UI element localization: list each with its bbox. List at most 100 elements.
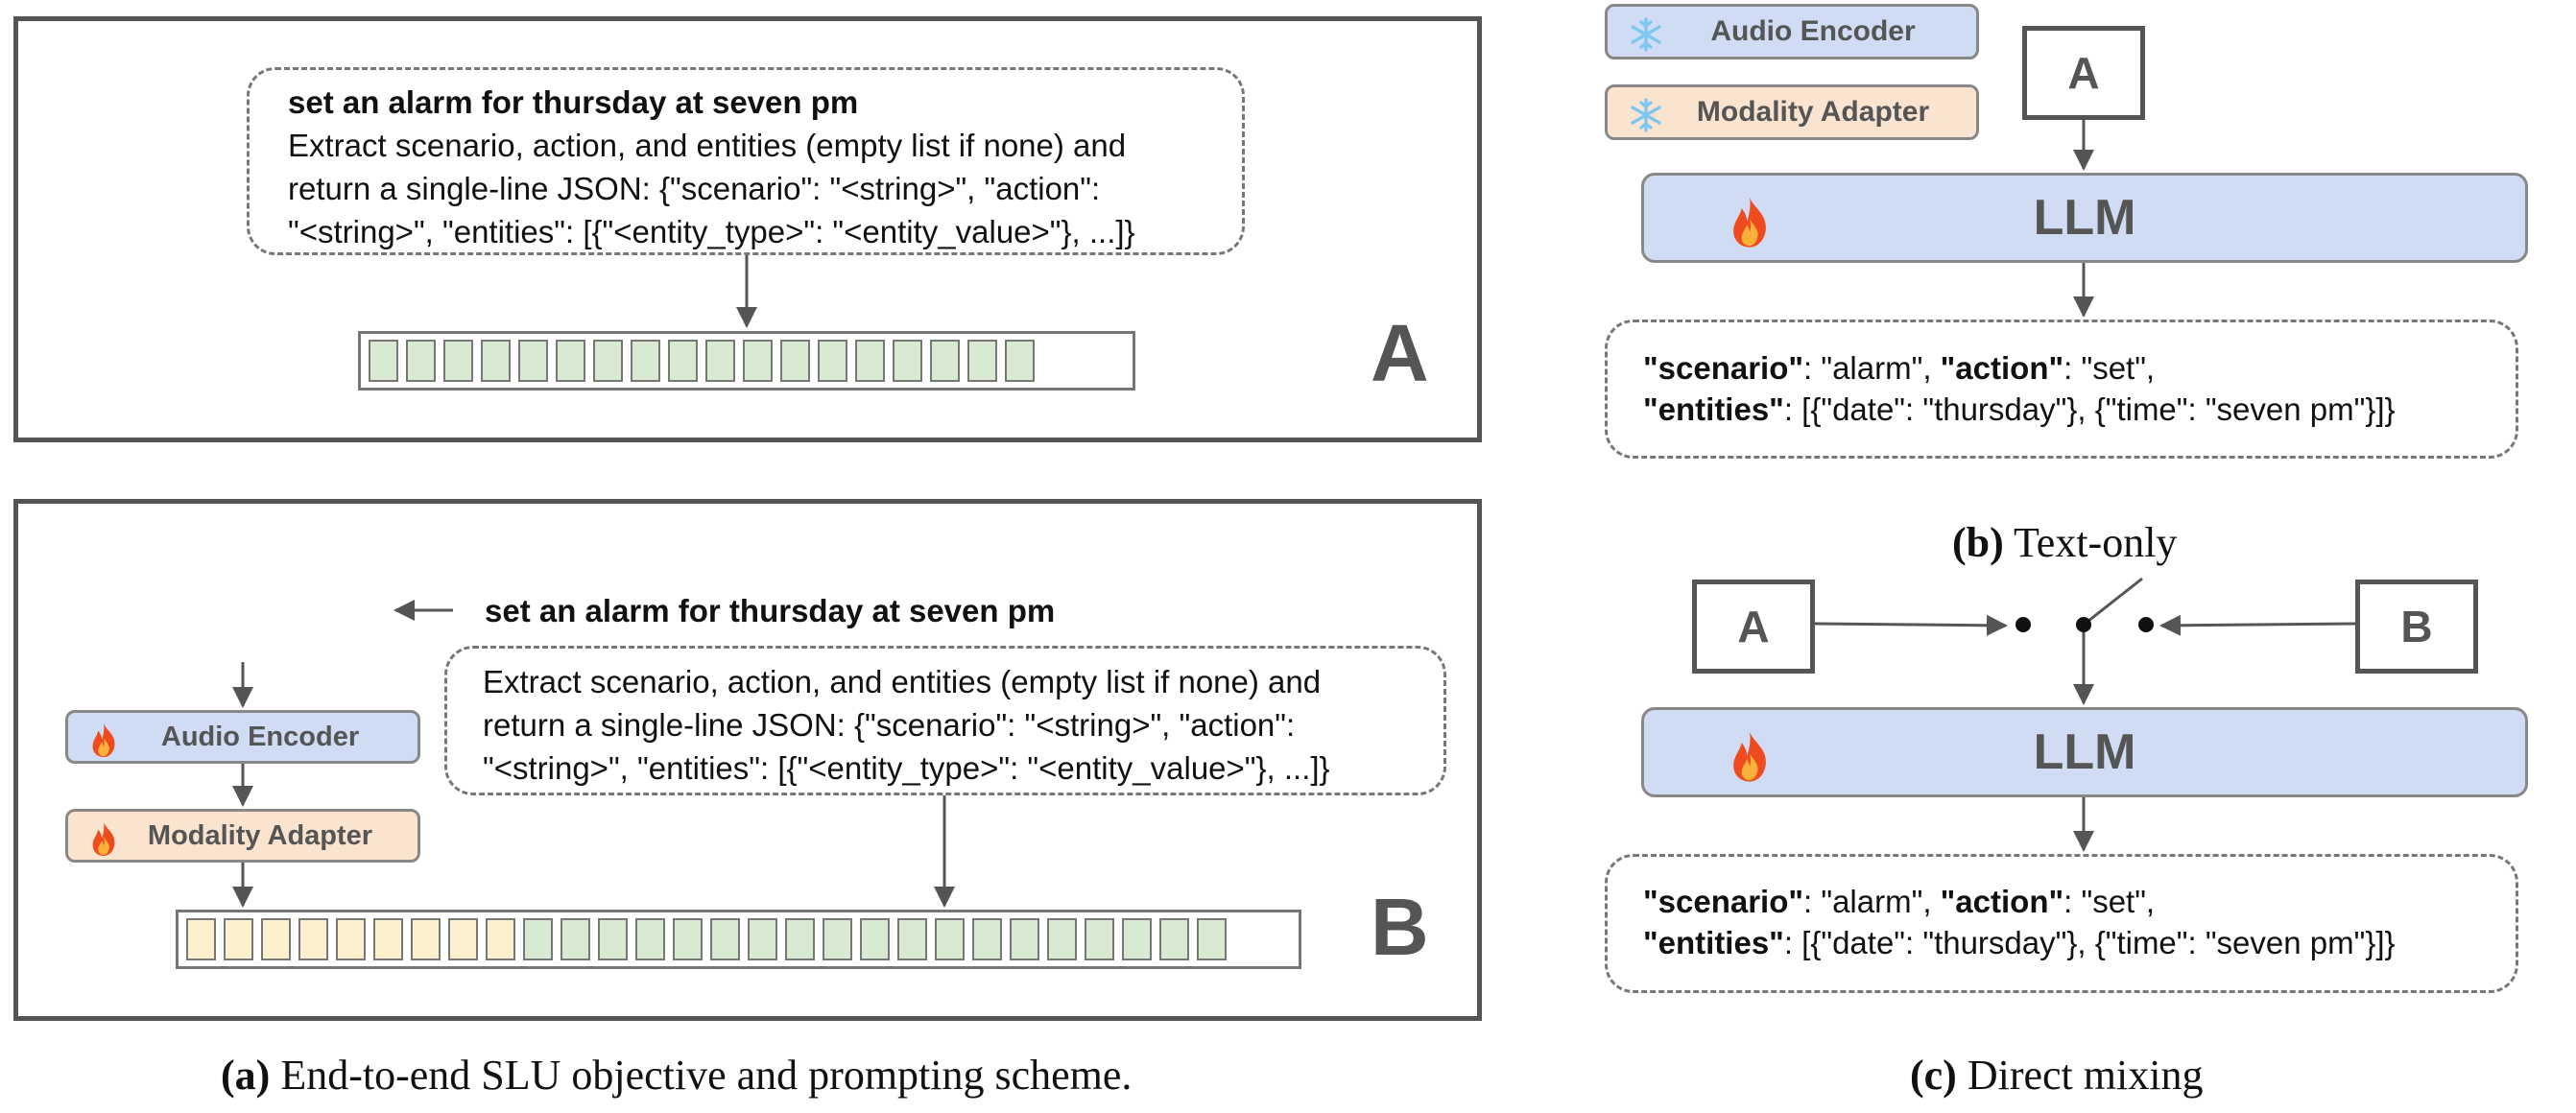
snowflake-icon [1631, 17, 1661, 52]
fire-icon [92, 821, 115, 857]
output-bubble-c [1605, 854, 2518, 993]
caption-text: End-to-end SLU objective and prompting s… [270, 1052, 1133, 1099]
instruction-line: return a single-line JSON: {"scenario": … [483, 707, 1296, 743]
text-token [743, 340, 773, 382]
prompt-text-a: set an alarm for thursday at seven pm Ex… [288, 81, 1238, 253]
utterance-a: set an alarm for thursday at seven pm [288, 84, 859, 120]
caption-c: (c) Direct mixing [1910, 1051, 2203, 1100]
text-token [561, 918, 590, 960]
text-token [1005, 340, 1035, 382]
json-key: "entities" [1643, 925, 1784, 960]
instruction-line: "<string>", "entities": [{"<entity_type>… [288, 214, 1135, 249]
caption-text: Text-only [2003, 519, 2178, 566]
switch-icon [2015, 617, 2154, 632]
json-key: "scenario" [1643, 884, 1804, 919]
json-key: "action" [1940, 350, 2064, 386]
llm-label-c: LLM [2033, 724, 2136, 780]
caption-tag: (c) [1910, 1052, 1957, 1099]
instruction-line: "<string>", "entities": [{"<entity_type>… [483, 750, 1330, 786]
fire-icon [1733, 197, 1766, 248]
audio-encoder-block: Audio Encoder [65, 710, 420, 764]
waveform-icon [107, 564, 385, 654]
text-token [369, 340, 398, 382]
audio-token [448, 918, 478, 960]
text-token [598, 918, 628, 960]
caption-a: (a) End-to-end SLU objective and prompti… [221, 1051, 1132, 1100]
switch-pivot [2076, 617, 2091, 632]
json-value: : [{"date": "thursday"}, {"time": "seven… [1783, 925, 2396, 960]
input-a-box-b: A [2022, 26, 2145, 120]
switch-contact-right [2138, 617, 2154, 632]
text-token [523, 918, 553, 960]
prompt-text-b: Extract scenario, action, and entities (… [483, 660, 1433, 790]
output-bubble-b [1605, 320, 2518, 459]
json-value: : "set", [2063, 350, 2156, 386]
prompt-bubble-b [444, 646, 1446, 795]
audio-token [298, 918, 328, 960]
instruction-line: Extract scenario, action, and entities (… [483, 664, 1322, 699]
caption-text: Direct mixing [1956, 1052, 2204, 1099]
text-token [860, 918, 890, 960]
text-token [967, 340, 997, 382]
text-token [631, 340, 660, 382]
json-key: "entities" [1643, 391, 1784, 427]
text-token [668, 340, 698, 382]
arrow [1814, 614, 2008, 636]
text-token [748, 918, 777, 960]
input-b-box-c: B [2355, 580, 2478, 674]
panel-label-b: B [1371, 882, 1429, 972]
input-a-box-c: A [1692, 580, 1815, 674]
instruction-line: Extract scenario, action, and entities (… [288, 128, 1127, 163]
text-token [710, 918, 740, 960]
text-token [930, 340, 960, 382]
audio-encoder-label: Audio Encoder [160, 721, 360, 752]
json-key: "scenario" [1643, 350, 1804, 386]
modality-adapter-label: Modality Adapter [147, 819, 373, 851]
text-token [1085, 918, 1114, 960]
text-token [818, 340, 847, 382]
json-value: : [{"date": "thursday"}, {"time": "seven… [1783, 391, 2396, 427]
text-token [406, 340, 436, 382]
switch-arm [2083, 577, 2143, 627]
audio-token [373, 918, 403, 960]
audio-token [224, 918, 253, 960]
text-token [593, 340, 623, 382]
token-sequence-b [176, 910, 1301, 969]
text-token [1010, 918, 1039, 960]
text-token [972, 918, 1002, 960]
text-token [855, 340, 885, 382]
text-token [705, 340, 735, 382]
audio-token [261, 918, 291, 960]
legend-modality-adapter-label: Modality Adapter [1696, 96, 1930, 128]
audio-token [186, 918, 216, 960]
modality-adapter-block: Modality Adapter [65, 809, 420, 863]
fire-icon [1733, 731, 1766, 782]
switch-contact-left [2015, 617, 2031, 632]
text-token [1122, 918, 1152, 960]
audio-token [336, 918, 366, 960]
text-token [785, 918, 815, 960]
caption-tag: (b) [1952, 519, 2004, 566]
legend-audio-encoder-label: Audio Encoder [1710, 15, 1916, 47]
caption-tag: (a) [221, 1052, 271, 1099]
llm-label-b: LLM [2033, 190, 2136, 246]
llm-block-c: LLM [1641, 707, 2528, 797]
text-token [673, 918, 703, 960]
output-json-c: "scenario": "alarm", "action": "set", "e… [1643, 881, 2507, 963]
audio-token [486, 918, 515, 960]
arrow [2159, 614, 2356, 636]
text-token [1047, 918, 1077, 960]
text-token [518, 340, 548, 382]
text-token [893, 340, 922, 382]
utterance-b: set an alarm for thursday at seven pm [485, 593, 1056, 628]
token-sequence-a [358, 331, 1135, 391]
json-value: : "alarm", [1803, 350, 1941, 386]
text-token [897, 918, 927, 960]
text-token [780, 340, 810, 382]
json-value: : "set", [2063, 884, 2156, 919]
prompt-bubble-a [247, 67, 1245, 255]
instruction-line: return a single-line JSON: {"scenario": … [288, 171, 1101, 206]
text-token [556, 340, 585, 382]
text-token [935, 918, 965, 960]
